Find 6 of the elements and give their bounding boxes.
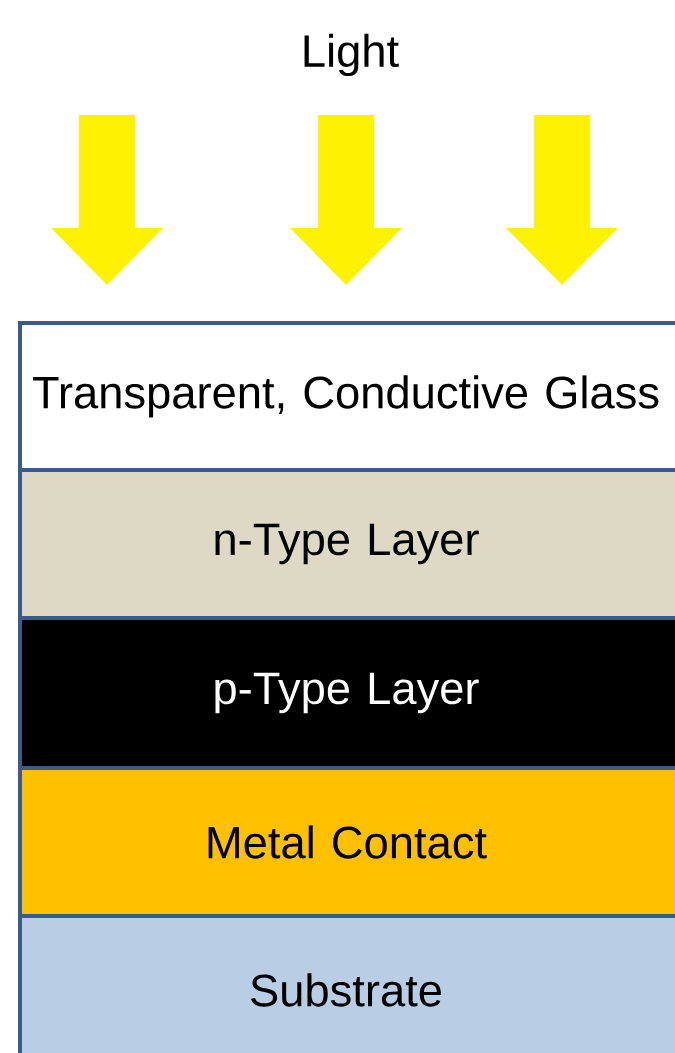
layer-band: Metal Contact (18, 766, 675, 918)
layer-band: Substrate (18, 914, 675, 1053)
layer-band: n-Type Layer (18, 468, 675, 620)
light-label: Light (304, 33, 399, 77)
layer-band: Transparent, Conductive Glass (18, 321, 675, 472)
layer-band: p-Type Layer (18, 616, 675, 770)
